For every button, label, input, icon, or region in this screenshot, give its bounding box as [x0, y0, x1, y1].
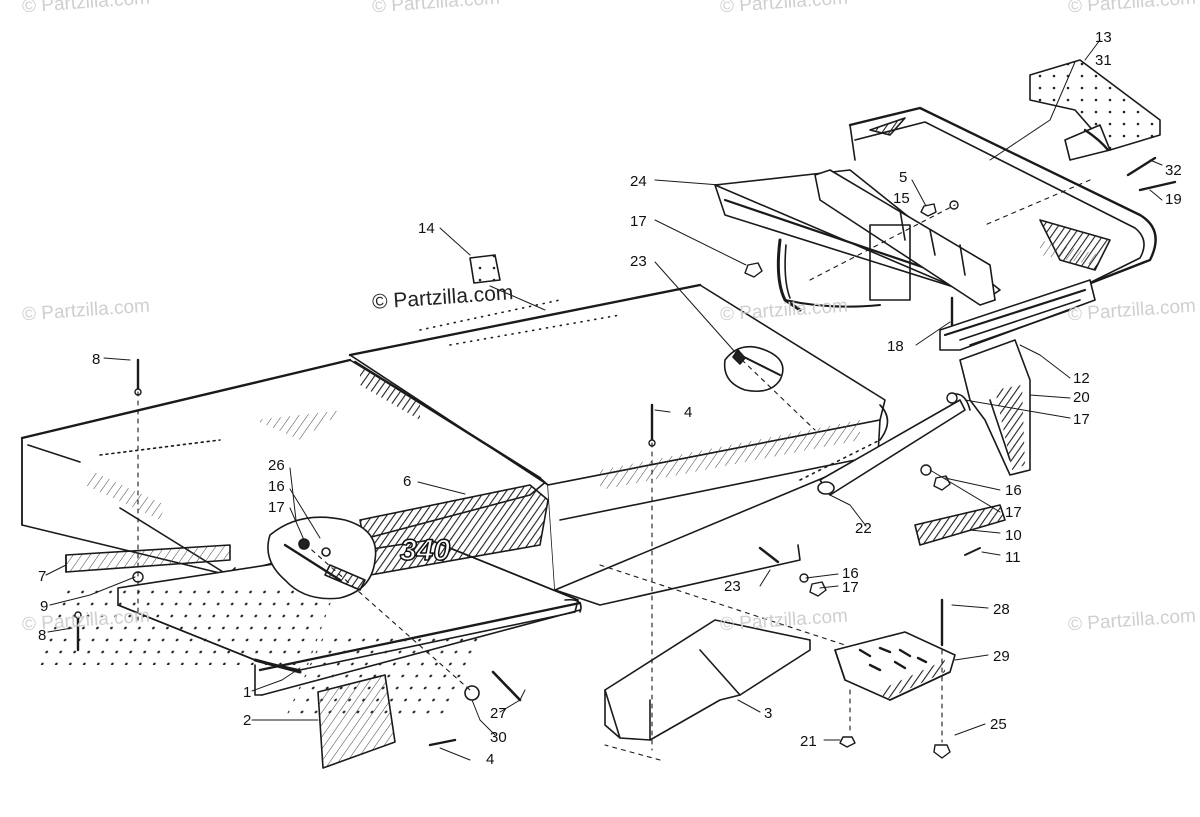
rear-rack: [714, 106, 1157, 496]
decal-pad: [469, 254, 501, 284]
callout-23-a: 23: [630, 253, 647, 270]
callout-2: 2: [243, 712, 251, 729]
callout-4-b: 4: [486, 751, 494, 768]
callout-25: 25: [990, 716, 1007, 733]
callout-18: 18: [887, 338, 904, 355]
callout-1: 1: [243, 684, 251, 701]
callout-22: 22: [855, 520, 872, 537]
callout-9: 9: [40, 598, 48, 615]
callout-6: 6: [403, 473, 411, 490]
callout-19: 19: [1165, 191, 1182, 208]
step-bracket: [834, 631, 956, 701]
callout-16-c: 16: [842, 565, 859, 582]
left-bumper-rail: [65, 544, 231, 573]
leader-lines: [45, 39, 1163, 761]
license-plate: [317, 674, 396, 769]
callout-15: 15: [893, 190, 910, 207]
callout-28: 28: [993, 601, 1010, 618]
callout-14: 14: [418, 220, 435, 237]
callout-8-a: 8: [92, 351, 100, 368]
cutaway-upper: [723, 345, 784, 393]
callout-11: 11: [1005, 549, 1021, 566]
callout-16-a: 16: [268, 478, 285, 495]
callout-30: 30: [490, 729, 507, 746]
callout-12: 12: [1073, 370, 1090, 387]
callout-21: 21: [800, 733, 817, 750]
callout-13: 13: [1095, 29, 1112, 46]
callout-17-c: 17: [268, 499, 285, 516]
callout-17-d: 17: [1005, 504, 1022, 521]
callout-10: 10: [1005, 527, 1022, 544]
callout-17-e: 17: [842, 579, 859, 596]
emblem-340: 340: [400, 534, 450, 567]
callout-20: 20: [1073, 389, 1090, 406]
reflector: [914, 504, 1006, 546]
callout-17-b: 17: [1073, 411, 1090, 428]
callout-4-a: 4: [684, 404, 692, 421]
fasteners: [74, 156, 1177, 759]
callout-8-b: 8: [38, 627, 46, 644]
alignment-lines: [137, 179, 1091, 761]
cutaway-left: [267, 516, 377, 600]
callout-26: 26: [268, 457, 285, 474]
callout-7: 7: [38, 568, 46, 585]
callout-3: 3: [764, 705, 772, 722]
callout-17-a: 17: [630, 213, 647, 230]
callout-labels: 13 31 32 19 24 5 15 17 14 23 18 12 20 17…: [38, 29, 1182, 768]
callout-32: 32: [1165, 162, 1182, 179]
center-deck-panel: [348, 283, 889, 606]
callout-5: 5: [899, 169, 907, 186]
callout-23-b: 23: [724, 578, 741, 595]
callout-31: 31: [1095, 52, 1112, 69]
callout-16-b: 16: [1005, 482, 1022, 499]
callout-24: 24: [630, 173, 647, 190]
decal-and-light: [1029, 59, 1161, 161]
callout-27: 27: [490, 705, 507, 722]
callout-29: 29: [993, 648, 1010, 665]
